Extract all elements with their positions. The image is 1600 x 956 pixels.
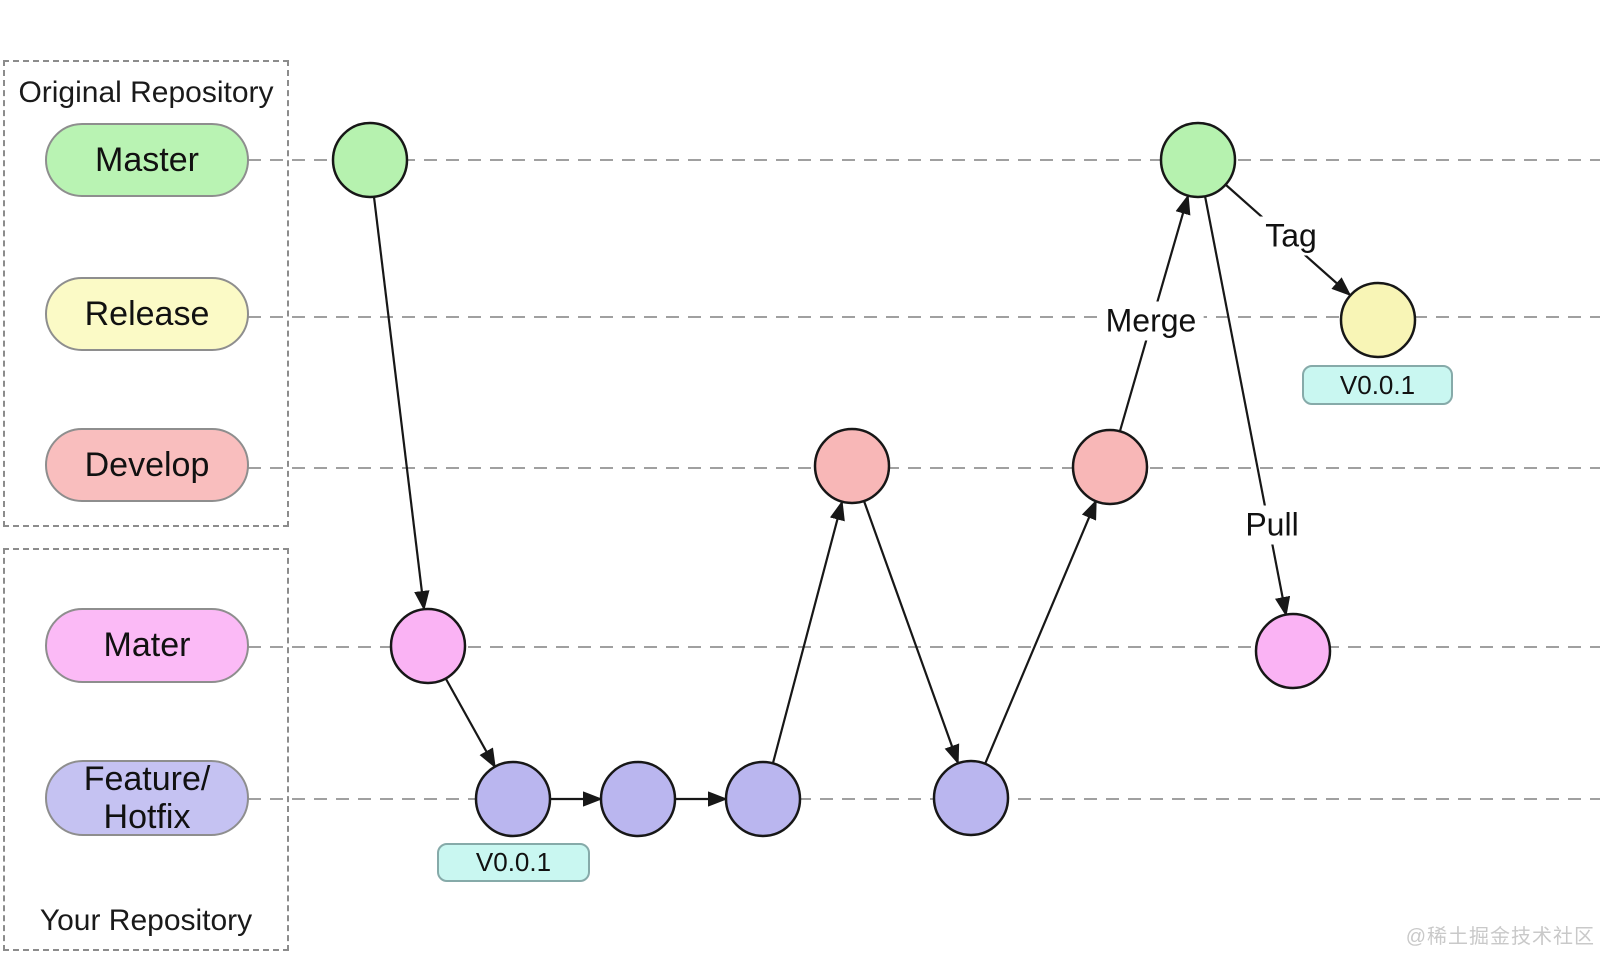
commit-node-develop xyxy=(813,427,891,505)
edge-label-tag: Tag xyxy=(1258,216,1324,256)
commit-node-mater xyxy=(1254,612,1332,690)
commit-node-develop xyxy=(1071,428,1149,506)
commit-node-master xyxy=(1159,121,1237,199)
edge-mater-to-feature xyxy=(445,678,496,769)
original-repository-title: Original Repository xyxy=(18,76,274,109)
commit-node-feature-hotfix xyxy=(474,760,552,838)
branch-pill-develop: Develop xyxy=(45,428,249,502)
commit-node-feature-hotfix xyxy=(932,759,1010,837)
commit-node-feature-hotfix xyxy=(599,760,677,838)
edge-develop-to-feature xyxy=(862,500,960,765)
your-repository-box: Your Repository xyxy=(3,548,289,951)
watermark: @稀土掘金技术社区 xyxy=(1405,926,1595,948)
commit-node-mater xyxy=(389,607,467,685)
branch-pill-mater: Mater xyxy=(45,608,249,683)
edge-master-to-mater xyxy=(372,196,430,611)
branch-pill-release: Release xyxy=(45,277,249,351)
commit-node-release xyxy=(1339,281,1417,359)
original-repository-box: Original Repository xyxy=(3,60,289,527)
edge-feature-to-develop-1 xyxy=(771,500,845,764)
edge-label-pull: Pull xyxy=(1238,505,1306,545)
commit-node-master xyxy=(331,121,409,199)
your-repository-title: Your Repository xyxy=(39,904,253,937)
edge-pull xyxy=(1203,195,1291,617)
branch-pill-master: Master xyxy=(45,123,249,197)
branch-pill-feature-hotfix: Feature/ Hotfix xyxy=(45,760,249,836)
commit-node-feature-hotfix xyxy=(724,760,802,838)
version-badge: V0.0.1 xyxy=(437,843,590,882)
edge-feature-to-develop-2 xyxy=(983,499,1098,765)
version-badge: V0.0.1 xyxy=(1302,365,1453,405)
edge-label-merge: Merge xyxy=(1098,301,1204,341)
